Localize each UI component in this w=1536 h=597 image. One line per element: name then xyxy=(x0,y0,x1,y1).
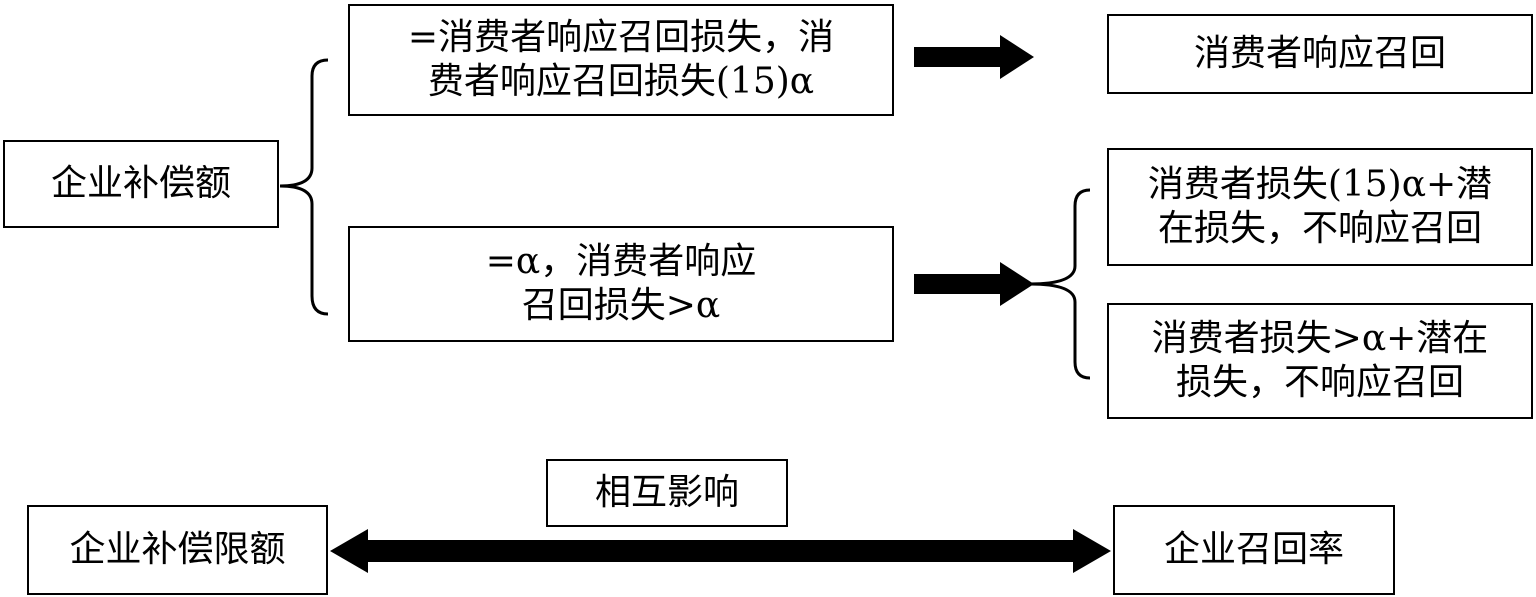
enterprise-compensation-label: 企业补偿额 xyxy=(50,163,231,205)
lower-outcome-a-line1: 消费者损失(15)α+潜 xyxy=(1147,164,1493,206)
mutual-influence-node: 相互影响 xyxy=(546,459,788,527)
lower-outcome-a-node: 消费者损失(15)α+潜 在损失，不响应召回 xyxy=(1107,148,1533,266)
upper-arrow xyxy=(914,35,1034,79)
lower-condition-line1: =α，消费者响应 xyxy=(485,241,757,283)
upper-outcome-label: 消费者响应召回 xyxy=(1193,33,1446,75)
left-brace xyxy=(279,58,329,316)
upper-condition-line2: 费者响应召回损失(15)α xyxy=(427,61,815,102)
right-brace xyxy=(1029,188,1091,380)
upper-outcome-node: 消费者响应召回 xyxy=(1107,14,1533,94)
upper-condition-line1: =消费者响应召回损失，消 xyxy=(407,17,835,59)
recall-rate-label: 企业召回率 xyxy=(1163,529,1344,571)
compensation-limit-label: 企业补偿限额 xyxy=(69,529,286,571)
compensation-limit-node: 企业补偿限额 xyxy=(27,505,328,595)
lower-outcome-b-node: 消费者损失>α+潜在 损失，不响应召回 xyxy=(1107,303,1533,419)
lower-outcome-b-line1: 消费者损失>α+潜在 xyxy=(1151,318,1489,360)
upper-condition-node: =消费者响应召回损失，消 费者响应召回损失(15)α xyxy=(348,4,894,116)
lower-condition-line2: 召回损失>α xyxy=(521,285,721,326)
mutual-influence-label: 相互影响 xyxy=(594,472,739,514)
lower-condition-node: =α，消费者响应 召回损失>α xyxy=(348,226,894,342)
lower-arrow xyxy=(914,262,1034,306)
enterprise-compensation-node: 企业补偿额 xyxy=(3,140,279,228)
lower-outcome-a-line2: 在损失，不响应召回 xyxy=(1157,208,1482,249)
double-headed-arrow xyxy=(330,529,1111,573)
lower-outcome-b-line2: 损失，不响应召回 xyxy=(1175,362,1464,403)
recall-rate-node: 企业召回率 xyxy=(1113,505,1395,595)
